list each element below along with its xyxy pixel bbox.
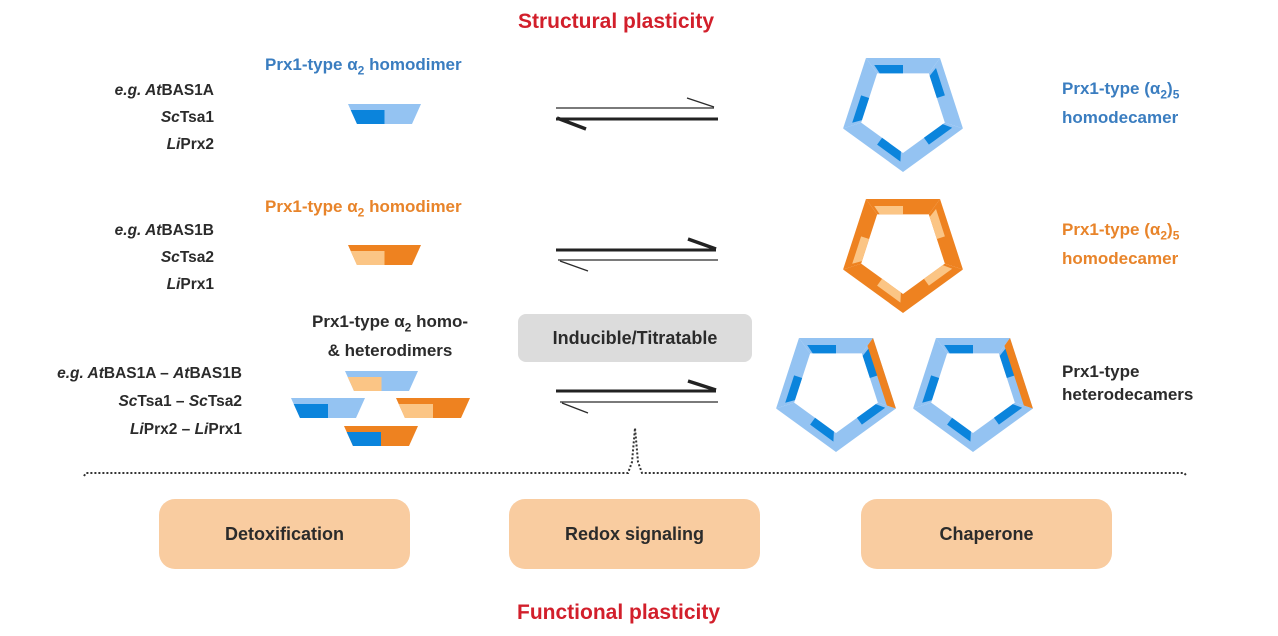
- ring-side: [836, 402, 896, 452]
- dimer-subunit-inner: [346, 432, 381, 446]
- ring-side: [903, 122, 963, 172]
- row2-species-list: e.g. AtBAS1B ScTsa2 LiPrx1: [115, 217, 214, 298]
- ring-side: [843, 122, 903, 172]
- ring-mark: [852, 95, 870, 123]
- inducible-titratable-box: Inducible/Titratable: [518, 314, 752, 362]
- ring-mark: [877, 137, 901, 162]
- ring-mark: [993, 404, 1023, 425]
- ring-mark: [877, 278, 901, 303]
- ring-mark: [929, 208, 945, 239]
- ring-side: [913, 338, 948, 409]
- species-item: LiPrx2: [166, 136, 214, 153]
- ring-mark: [944, 344, 973, 354]
- row1-dimer: [348, 104, 421, 124]
- function-box-detoxification: Detoxification: [159, 499, 410, 569]
- ring-mark: [852, 236, 870, 264]
- species-item: ScTsa1: [160, 109, 214, 126]
- row3-dimer-right: [396, 398, 470, 418]
- ring-mark: [874, 64, 903, 74]
- species-item: ScTsa1 – ScTsa2: [118, 393, 242, 410]
- dimer-subunit-inner: [398, 404, 433, 418]
- ring-side: [928, 199, 963, 270]
- row3-dimer-label: Prx1-type α2 homo- & heterodimers: [312, 312, 468, 361]
- species-item: e.g. AtBAS1B: [114, 222, 214, 239]
- dimer-subunit-inner: [347, 377, 382, 391]
- species-item: LiPrx2 – LiPrx1: [129, 421, 242, 438]
- ring-mark: [810, 417, 834, 442]
- dotted-connector: [83, 427, 1188, 477]
- row2-dimer-label: Prx1-type α2 homodimer: [265, 197, 462, 220]
- functional-plasticity-title: Functional plasticity: [517, 601, 721, 624]
- row2-decamer-label: Prx1-type (α2)5 homodecamer: [1062, 220, 1180, 269]
- ring-mark: [785, 375, 803, 403]
- equilibrium-arrow-row1: [556, 97, 718, 131]
- ring-mark: [923, 124, 953, 145]
- row3-dimer-top: [345, 371, 418, 391]
- function-box-redox-signaling: Redox signaling: [509, 499, 760, 569]
- structural-plasticity-title: Structural plasticity: [518, 10, 715, 33]
- row3-heterodecamer-2: [913, 338, 1033, 452]
- equilibrium-arrow-row3: [556, 379, 718, 414]
- ring-side: [843, 58, 878, 129]
- row1-decamer-label: Prx1-type (α2)5 homodecamer: [1062, 79, 1180, 128]
- ring-side: [913, 402, 973, 452]
- row3-heterodecamer-1: [776, 338, 896, 452]
- ring-side: [843, 263, 903, 313]
- species-item: e.g. AtBAS1A: [114, 82, 214, 99]
- function-box-chaperone: Chaperone: [861, 499, 1112, 569]
- dimer-subunit-inner: [350, 251, 385, 265]
- row3-dimer-bottom: [344, 426, 418, 446]
- row1-species-list: e.g. AtBAS1A ScTsa1 LiPrx2: [115, 77, 214, 158]
- orange-subunit: [867, 338, 896, 409]
- species-item: LiPrx1: [166, 276, 214, 293]
- dimer-subunit-inner: [350, 110, 385, 124]
- row1-dimer-label: Prx1-type α2 homodimer: [265, 55, 462, 78]
- row3-dimer-left: [291, 398, 365, 418]
- equilibrium-arrow-row2: [556, 237, 718, 272]
- ring-side: [776, 402, 836, 452]
- ring-mark: [874, 205, 903, 215]
- row2-homodecamer: [843, 199, 963, 313]
- ring-mark: [947, 417, 971, 442]
- ring-side: [776, 338, 811, 409]
- ring-mark: [862, 347, 878, 378]
- ring-mark: [856, 404, 886, 425]
- ring-side: [903, 263, 963, 313]
- row1-homodecamer: [843, 58, 963, 172]
- row2-dimer: [348, 245, 421, 265]
- ring-mark: [923, 265, 953, 286]
- dimer-subunit-inner: [293, 404, 328, 418]
- orange-subunit: [1004, 338, 1033, 409]
- species-item: ScTsa2: [160, 249, 214, 266]
- ring-side: [973, 402, 1033, 452]
- ring-mark: [807, 344, 836, 354]
- ring-mark: [922, 375, 940, 403]
- ring-mark: [929, 67, 945, 98]
- ring-mark: [999, 347, 1015, 378]
- row3-decamer-label: Prx1-type heterodecamers: [1062, 362, 1194, 404]
- ring-side: [928, 58, 963, 129]
- row3-species-list: e.g. AtBAS1A – AtBAS1B ScTsa1 – ScTsa2 L…: [57, 360, 242, 444]
- species-item: e.g. AtBAS1A – AtBAS1B: [57, 365, 242, 382]
- ring-side: [843, 199, 878, 270]
